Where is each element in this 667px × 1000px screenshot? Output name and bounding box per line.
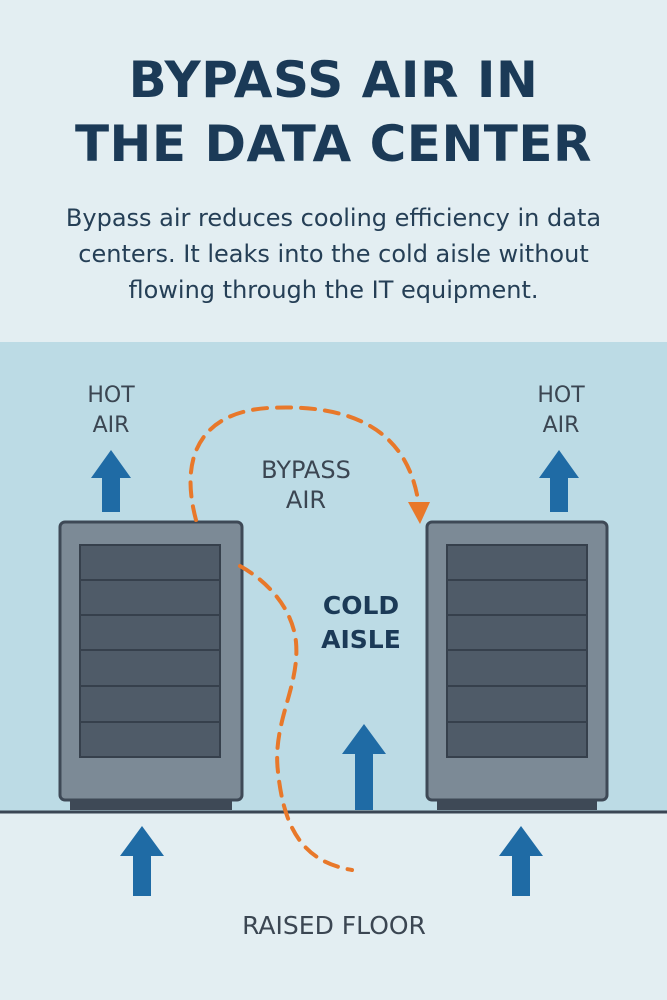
cold-aisle-label-line2: AISLE bbox=[321, 625, 401, 654]
title-line-2: THE DATA CENTER bbox=[74, 115, 593, 173]
title-line-1: BYPASS AIR IN bbox=[128, 51, 539, 109]
bypass-leak-path bbox=[238, 564, 354, 872]
right-hot-air-label-line2: AIR bbox=[543, 413, 580, 438]
cold-aisle-arrow bbox=[342, 724, 386, 810]
header: BYPASS AIR IN THE DATA CENTER Bypass air… bbox=[0, 0, 667, 342]
left-hot-air-label-line1: HOT bbox=[87, 383, 135, 408]
bypass-air-arrowhead bbox=[408, 502, 430, 524]
raised-floor-label: RAISED FLOOR bbox=[242, 911, 426, 940]
left-hot-air-label-line2: AIR bbox=[93, 413, 130, 438]
right-hot-air-label-line1: HOT bbox=[537, 383, 585, 408]
airflow-diagram: HOT AIR HOT AIR BYPASS AIR COLD AISLE RA… bbox=[0, 342, 667, 1000]
bypass-air-label-line2: AIR bbox=[286, 486, 326, 514]
right-server-rack bbox=[425, 520, 609, 810]
bypass-air-label-line1: BYPASS bbox=[261, 456, 351, 484]
bypass-air-arc bbox=[188, 405, 420, 522]
airflow-diagram-svg: HOT AIR HOT AIR BYPASS AIR COLD AISLE RA… bbox=[0, 342, 667, 1000]
page-title: BYPASS AIR IN THE DATA CENTER bbox=[0, 48, 667, 176]
right-floor-supply-arrow bbox=[499, 826, 543, 896]
left-hot-air-arrow bbox=[91, 450, 131, 512]
raised-floor-area bbox=[0, 812, 667, 1000]
left-server-rack bbox=[58, 520, 244, 810]
left-floor-supply-arrow bbox=[120, 826, 164, 896]
cold-aisle-label-line1: COLD bbox=[323, 591, 399, 620]
subtitle: Bypass air reduces cooling efficiency in… bbox=[65, 204, 602, 304]
right-hot-air-arrow bbox=[539, 450, 579, 512]
